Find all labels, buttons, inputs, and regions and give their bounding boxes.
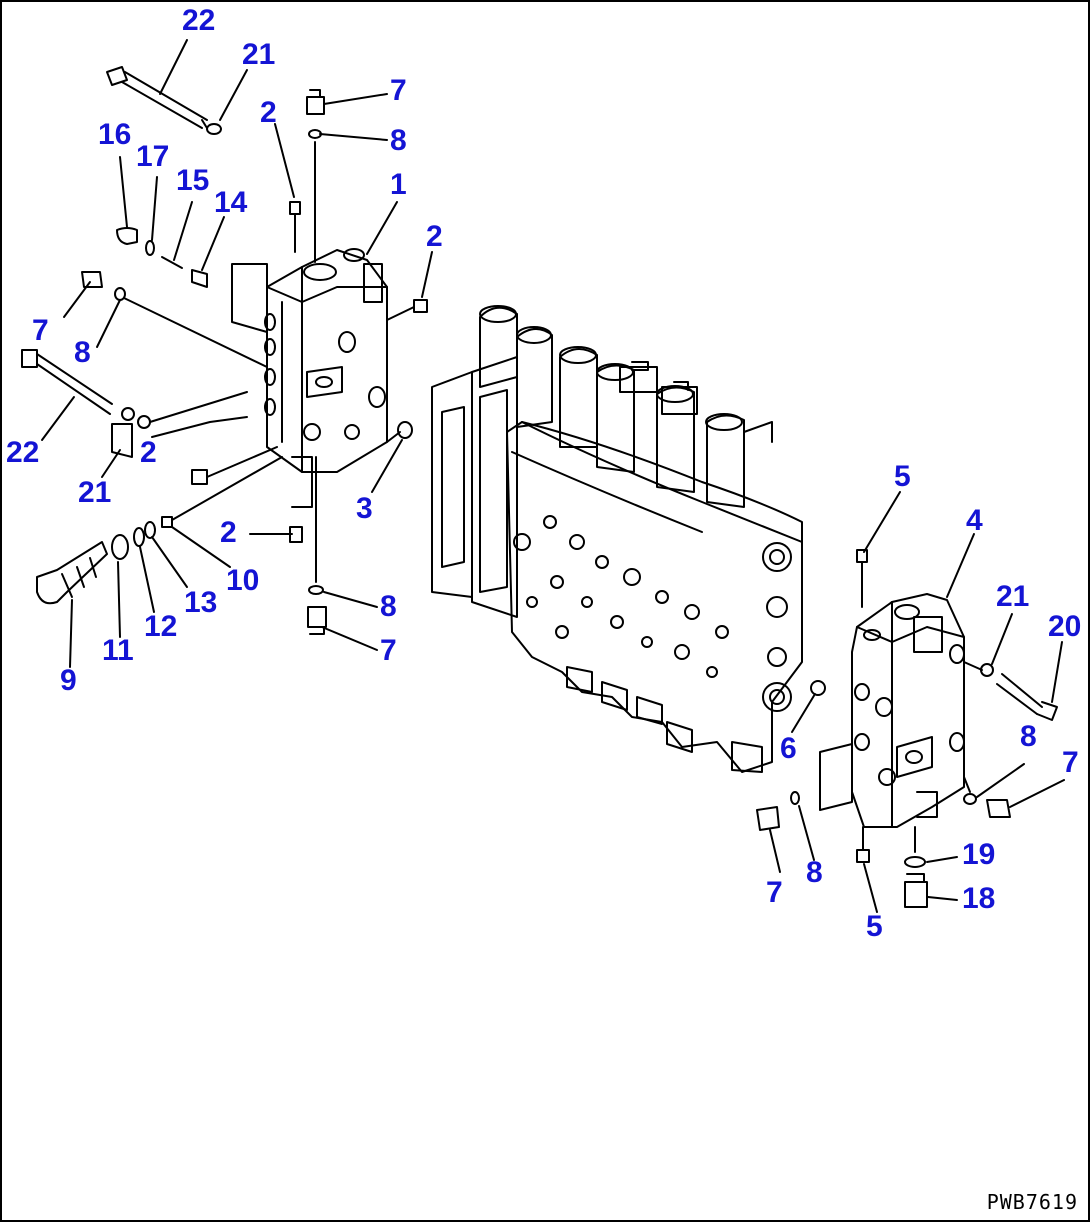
callout-19: 19: [962, 838, 996, 871]
callout-14: 14: [214, 186, 248, 219]
callout-21-left: 21: [78, 476, 112, 509]
callout-22-left: 22: [6, 436, 40, 469]
callout-4: 4: [966, 504, 983, 537]
callout-2-top: 2: [260, 96, 277, 129]
callout-5-top: 5: [894, 460, 911, 493]
callout-8-bottom: 8: [380, 590, 397, 623]
callout-1: 1: [390, 168, 407, 201]
main-valve-body: [431, 305, 803, 773]
right-section-body: [756, 549, 1058, 908]
callout-13: 13: [184, 586, 218, 619]
drawing-code: PWB7619: [986, 1190, 1078, 1214]
callout-7-top: 7: [390, 74, 407, 107]
callout-21-top: 21: [242, 38, 276, 71]
left-small-parts: [21, 66, 428, 635]
callout-2-mid: 2: [140, 436, 157, 469]
callout-7-bottom: 7: [380, 634, 397, 667]
callout-11: 11: [102, 634, 134, 667]
callout-7-right: 7: [1062, 746, 1079, 779]
callout-21-right: 21: [996, 580, 1030, 613]
callout-6: 6: [780, 732, 797, 765]
callout-7-left: 7: [32, 314, 49, 347]
leader-lines: [41, 39, 1065, 913]
callout-9: 9: [60, 664, 77, 697]
callout-5-bottom: 5: [866, 910, 883, 943]
callout-12: 12: [144, 610, 178, 643]
callout-18: 18: [962, 882, 996, 915]
callout-2-bottom: 2: [220, 516, 237, 549]
left-section-body: [231, 248, 388, 508]
callout-3: 3: [356, 492, 373, 525]
callout-22-top: 22: [182, 4, 216, 37]
callout-20: 20: [1048, 610, 1082, 643]
callout-8-right: 8: [1020, 720, 1037, 753]
callout-10: 10: [226, 564, 260, 597]
callout-8-lower-left: 8: [806, 856, 823, 889]
callout-7-lower-left: 7: [766, 876, 783, 909]
callout-16: 16: [98, 118, 132, 151]
callout-8-left: 8: [74, 336, 91, 369]
callout-2-right: 2: [426, 220, 443, 253]
callout-15: 15: [176, 164, 210, 197]
callout-17: 17: [136, 140, 170, 173]
callout-8-top: 8: [390, 124, 407, 157]
